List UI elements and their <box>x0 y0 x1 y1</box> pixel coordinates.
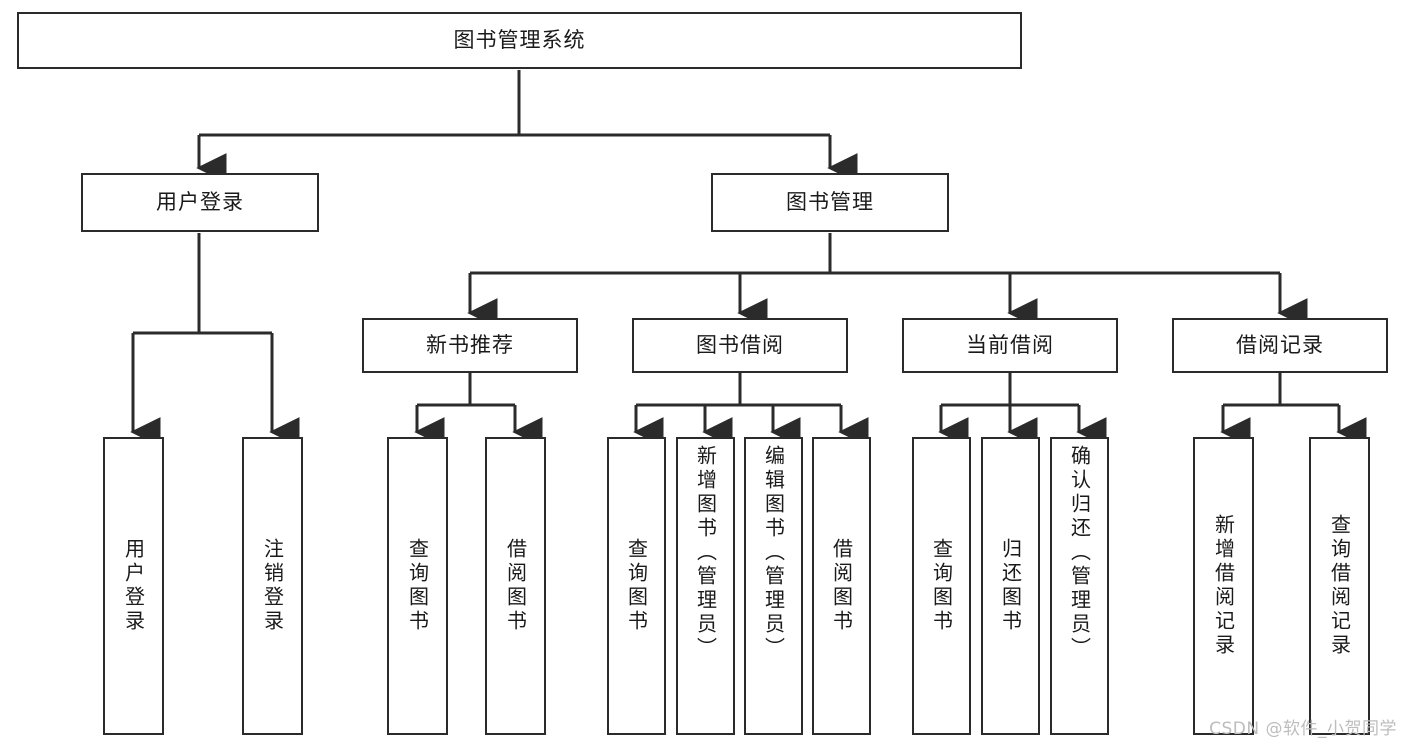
leaf-current-borrow-return-label: 归还图书 <box>998 538 1023 634</box>
node-current-borrow-label: 当前借阅 <box>966 332 1054 357</box>
leaf-user-login-login[interactable]: 用户登录 <box>103 437 164 735</box>
leaf-current-borrow-query-label: 查询图书 <box>929 538 954 634</box>
leaf-current-borrow-confirm[interactable]: 确认归还（管理员） <box>1050 437 1109 735</box>
leaf-borrow-record-add[interactable]: 新增借阅记录 <box>1193 437 1254 735</box>
leaf-user-login-logout-label: 注销登录 <box>260 538 285 634</box>
node-root-system-label: 图书管理系统 <box>453 27 586 52</box>
leaf-borrow-record-query[interactable]: 查询借阅记录 <box>1309 437 1370 735</box>
node-current-borrow[interactable]: 当前借阅 <box>902 318 1118 373</box>
leaf-new-book-query-label: 查询图书 <box>405 538 430 634</box>
leaf-new-book-borrow-label: 借阅图书 <box>503 538 528 634</box>
node-borrow-record[interactable]: 借阅记录 <box>1172 318 1388 373</box>
leaf-book-borrow-borrow[interactable]: 借阅图书 <box>812 437 871 735</box>
node-user-login-label: 用户登录 <box>156 189 244 214</box>
leaf-borrow-record-query-label: 查询借阅记录 <box>1327 514 1352 658</box>
leaf-book-borrow-query[interactable]: 查询图书 <box>607 437 666 735</box>
node-book-borrow-label: 图书借阅 <box>696 332 784 357</box>
leaf-book-borrow-edit[interactable]: 编辑图书（管理员） <box>744 437 803 735</box>
leaf-current-borrow-query[interactable]: 查询图书 <box>912 437 971 735</box>
csdn-watermark: CSDN @软件_小贺同学 <box>1209 719 1397 739</box>
leaf-book-borrow-add-label: 新增图书（管理员） <box>693 445 718 661</box>
leaf-book-borrow-query-label: 查询图书 <box>624 538 649 634</box>
leaf-book-borrow-borrow-label: 借阅图书 <box>829 538 854 634</box>
leaf-user-login-login-label: 用户登录 <box>121 538 146 634</box>
leaf-current-borrow-return[interactable]: 归还图书 <box>981 437 1040 735</box>
leaf-book-borrow-edit-label: 编辑图书（管理员） <box>761 445 786 661</box>
leaf-user-login-logout[interactable]: 注销登录 <box>242 437 303 735</box>
node-book-management[interactable]: 图书管理 <box>711 173 949 232</box>
node-new-book-recommend-label: 新书推荐 <box>426 332 514 357</box>
node-root-system[interactable]: 图书管理系统 <box>17 12 1022 69</box>
leaf-current-borrow-confirm-label: 确认归还（管理员） <box>1067 445 1092 661</box>
node-book-management-label: 图书管理 <box>786 189 874 214</box>
leaf-new-book-borrow[interactable]: 借阅图书 <box>485 437 546 735</box>
leaf-book-borrow-add[interactable]: 新增图书（管理员） <box>676 437 735 735</box>
node-user-login[interactable]: 用户登录 <box>81 173 319 232</box>
node-book-borrow[interactable]: 图书借阅 <box>632 318 848 373</box>
leaf-new-book-query[interactable]: 查询图书 <box>387 437 448 735</box>
leaf-borrow-record-add-label: 新增借阅记录 <box>1211 514 1236 658</box>
node-borrow-record-label: 借阅记录 <box>1236 332 1324 357</box>
node-new-book-recommend[interactable]: 新书推荐 <box>362 318 578 373</box>
